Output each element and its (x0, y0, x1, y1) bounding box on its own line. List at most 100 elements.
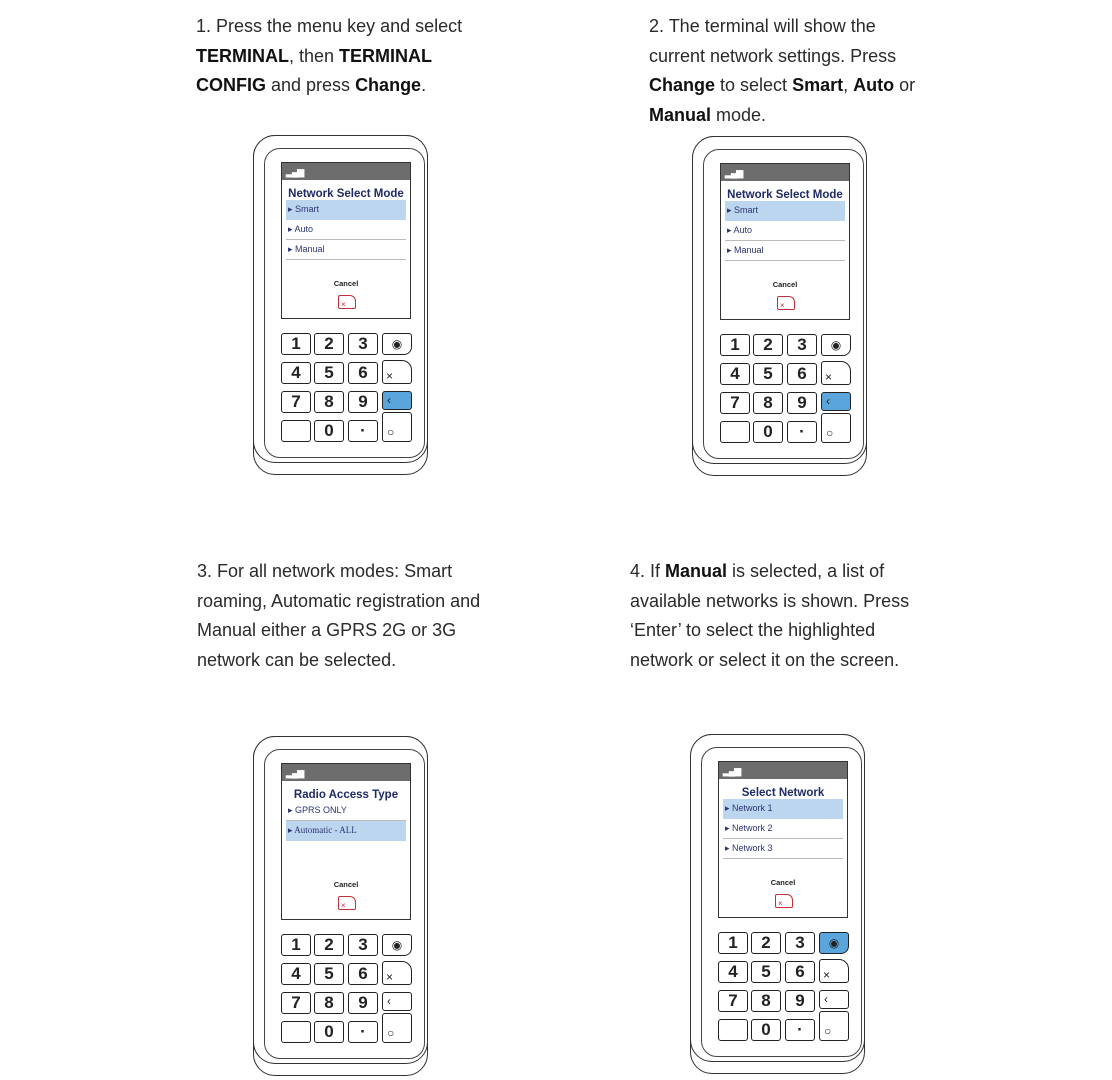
key-dot[interactable]: · (348, 1021, 378, 1043)
back-key[interactable]: ‹ (382, 992, 412, 1011)
key-6[interactable]: 6 (785, 961, 815, 983)
menu-item[interactable]: ▸ Network 3 (723, 839, 843, 859)
terminal-bezel (701, 747, 862, 1057)
key-5[interactable]: 5 (314, 362, 344, 384)
key-1[interactable]: 1 (718, 932, 748, 954)
key-5[interactable]: 5 (314, 963, 344, 985)
clear-key[interactable]: × (382, 961, 412, 985)
text-run: , then (289, 45, 340, 66)
key-blank[interactable] (718, 1019, 748, 1041)
key-9[interactable]: 9 (348, 992, 378, 1014)
ok-key[interactable]: ○ (819, 1011, 849, 1041)
key-dot[interactable]: · (348, 420, 378, 442)
key-3[interactable]: 3 (785, 932, 815, 954)
clear-key[interactable]: × (819, 959, 849, 983)
key-6[interactable]: 6 (787, 363, 817, 385)
menu-item[interactable]: ▸ Automatic - ALL (286, 821, 406, 841)
key-8[interactable]: 8 (314, 992, 344, 1014)
key-2[interactable]: 2 (751, 932, 781, 954)
key-dot[interactable]: · (785, 1019, 815, 1041)
back-key[interactable]: ‹ (821, 392, 851, 411)
menu-item-label: Manual (734, 245, 764, 255)
key-3[interactable]: 3 (787, 334, 817, 356)
key-8[interactable]: 8 (753, 392, 783, 414)
key-6[interactable]: 6 (348, 963, 378, 985)
menu-item-label: Auto (294, 224, 314, 234)
menu-item-label: Automatic - ALL (294, 825, 357, 835)
key-9[interactable]: 9 (787, 392, 817, 414)
key-blank[interactable] (281, 420, 311, 442)
menu-item[interactable]: ▸ Auto (286, 220, 406, 240)
cancel-button[interactable]: × (777, 296, 795, 310)
menu-item[interactable]: ▸ Smart (286, 200, 406, 220)
key-0[interactable]: 0 (314, 420, 344, 442)
key-0[interactable]: 0 (753, 421, 783, 443)
key-7[interactable]: 7 (720, 392, 750, 414)
key-8[interactable]: 8 (751, 990, 781, 1012)
key-1[interactable]: 1 (281, 333, 311, 355)
menu-item[interactable]: ▸ Smart (725, 201, 845, 221)
terminal-screen: ▂▄▆Network Select Mode▸ Smart▸ Auto▸ Man… (281, 162, 411, 319)
enter-key[interactable]: ◉ (821, 334, 851, 356)
key-dot[interactable]: · (787, 421, 817, 443)
menu-item[interactable]: ▸ Network 1 (723, 799, 843, 819)
key-blank[interactable] (281, 1021, 311, 1043)
enter-key[interactable]: ◉ (819, 932, 849, 954)
arrow-icon: ▸ (727, 225, 734, 235)
key-9[interactable]: 9 (348, 391, 378, 413)
back-key[interactable]: ‹ (819, 990, 849, 1009)
menu-item[interactable]: ▸ Manual (286, 240, 406, 260)
clear-key[interactable]: × (821, 361, 851, 385)
terminal-body: ▂▄▆Radio Access Type▸ GPRS ONLY▸ Automat… (253, 736, 428, 1064)
key-7[interactable]: 7 (718, 990, 748, 1012)
key-3[interactable]: 3 (348, 934, 378, 956)
key-4[interactable]: 4 (720, 363, 750, 385)
terminal-body: ▂▄▆Network Select Mode▸ Smart▸ Auto▸ Man… (692, 136, 867, 464)
key-6[interactable]: 6 (348, 362, 378, 384)
terminal-bezel (264, 148, 425, 458)
key-blank[interactable] (720, 421, 750, 443)
key-7[interactable]: 7 (281, 992, 311, 1014)
key-4[interactable]: 4 (718, 961, 748, 983)
text-run: 4. If (630, 561, 666, 581)
ok-key[interactable]: ○ (382, 412, 412, 442)
key-5[interactable]: 5 (753, 363, 783, 385)
text-run: 3. For all network modes: Smart roaming,… (197, 561, 481, 670)
key-4[interactable]: 4 (281, 963, 311, 985)
cancel-button[interactable]: × (338, 295, 356, 309)
arrow-icon: ▸ (288, 224, 295, 234)
clear-key[interactable]: × (382, 360, 412, 384)
key-2[interactable]: 2 (314, 333, 344, 355)
key-3[interactable]: 3 (348, 333, 378, 355)
key-7[interactable]: 7 (281, 391, 311, 413)
arrow-icon: ▸ (288, 244, 296, 254)
cancel-button[interactable]: × (775, 894, 793, 908)
arrow-icon: ▸ (288, 825, 295, 835)
cancel-button[interactable]: × (338, 896, 356, 910)
key-0[interactable]: 0 (314, 1021, 344, 1043)
ok-key[interactable]: ○ (821, 413, 851, 443)
key-2[interactable]: 2 (314, 934, 344, 956)
menu-item[interactable]: ▸ GPRS ONLY (286, 801, 406, 821)
menu-item[interactable]: ▸ Manual (725, 241, 845, 261)
bold-text: TERMINAL (196, 45, 289, 66)
enter-key[interactable]: ◉ (382, 934, 412, 956)
menu-item[interactable]: ▸ Auto (725, 221, 845, 241)
key-8[interactable]: 8 (314, 391, 344, 413)
menu-item-label: Manual (295, 244, 325, 254)
key-1[interactable]: 1 (281, 934, 311, 956)
menu-item-label: Smart (734, 205, 759, 215)
menu-item-label: Auto (733, 225, 753, 235)
ok-key[interactable]: ○ (382, 1013, 412, 1043)
key-2[interactable]: 2 (753, 334, 783, 356)
key-1[interactable]: 1 (720, 334, 750, 356)
key-4[interactable]: 4 (281, 362, 311, 384)
bold-text: TERMINAL CONFIG (196, 45, 432, 96)
menu-item[interactable]: ▸ Network 2 (723, 819, 843, 839)
key-9[interactable]: 9 (785, 990, 815, 1012)
back-key[interactable]: ‹ (382, 391, 412, 410)
terminal-4: ▂▄▆Select Network▸ Network 1▸ Network 2▸… (687, 729, 867, 1074)
key-0[interactable]: 0 (751, 1019, 781, 1041)
enter-key[interactable]: ◉ (382, 333, 412, 355)
key-5[interactable]: 5 (751, 961, 781, 983)
